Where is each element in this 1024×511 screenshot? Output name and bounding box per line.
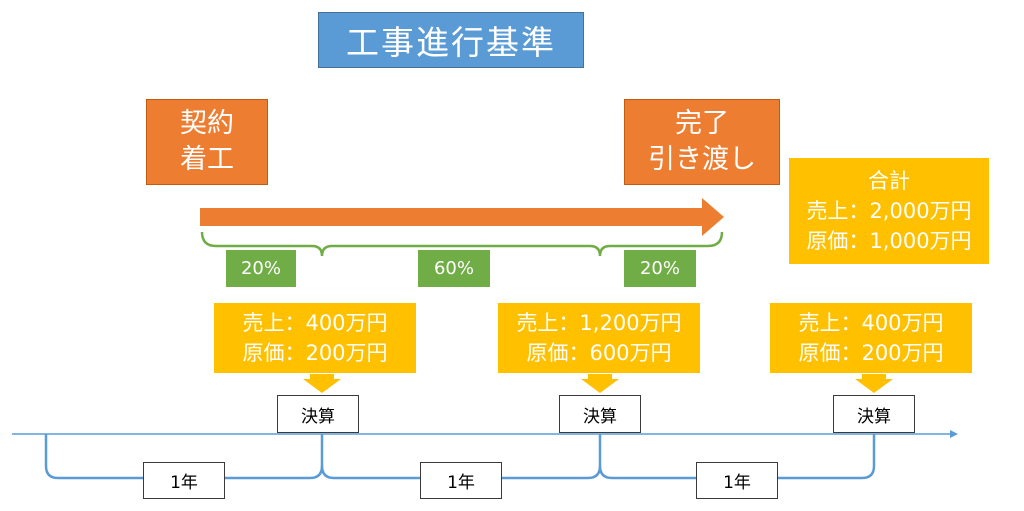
- completion-box: 完了 引き渡し: [624, 99, 780, 185]
- total-heading: 合計: [868, 169, 910, 193]
- progress-label: 20%: [226, 250, 296, 287]
- period-amount-box: 売上：400万円 原価：200万円: [770, 303, 972, 373]
- period-amount-box: 売上：400万円 原価：200万円: [214, 303, 416, 373]
- settlement-box: 決算: [559, 395, 641, 433]
- progress-label: 60%: [418, 250, 490, 287]
- start-line-1: 契約: [180, 108, 234, 139]
- contract-start-box: 契約 着工: [146, 99, 268, 185]
- period-cost: 原価：200万円: [798, 341, 944, 365]
- settlement-box: 決算: [833, 395, 915, 433]
- page-title: 工事進行基準: [318, 12, 584, 68]
- total-sales: 売上：2,000万円: [806, 199, 972, 223]
- period-cost: 原価：600万円: [526, 341, 672, 365]
- period-amount-box: 売上：1,200万円 原価：600万円: [498, 303, 700, 373]
- settlement-arrows: [303, 374, 893, 393]
- period-cost: 原価：200万円: [242, 341, 388, 365]
- start-line-2: 着工: [180, 144, 234, 175]
- total-box: 合計 売上：2,000万円 原価：1,000万円: [789, 158, 989, 264]
- progress-label: 20%: [624, 250, 696, 287]
- end-line-2: 引き渡し: [648, 144, 756, 175]
- progress-braces: [200, 231, 724, 257]
- period-sales: 売上：1,200万円: [516, 311, 682, 335]
- timeline-arrowhead: [950, 430, 958, 438]
- year-label: 1年: [143, 462, 225, 499]
- progress-arrow: [200, 198, 724, 236]
- year-label: 1年: [420, 462, 502, 499]
- end-line-1: 完了: [675, 108, 729, 139]
- period-sales: 売上：400万円: [242, 311, 388, 335]
- total-cost: 原価：1,000万円: [806, 229, 972, 253]
- settlement-box: 決算: [277, 395, 359, 433]
- year-label: 1年: [696, 462, 778, 499]
- period-sales: 売上：400万円: [798, 311, 944, 335]
